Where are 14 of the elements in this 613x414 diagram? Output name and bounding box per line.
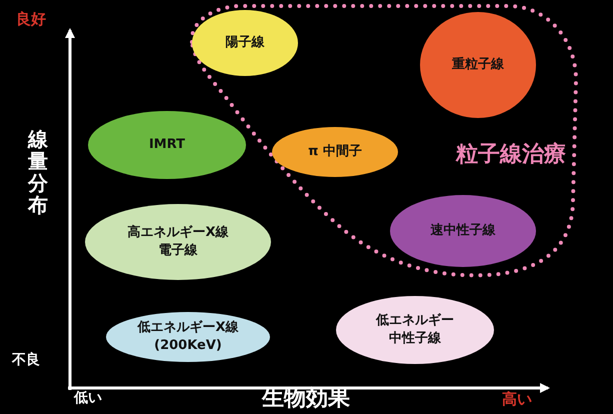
axis-end-label: 不良 (12, 350, 40, 370)
node-label: 重粒子線 (452, 56, 504, 74)
node-label: 速中性子線 (430, 222, 496, 240)
region-title: 粒子線治療 (456, 141, 566, 169)
node-label: IMRT (148, 136, 186, 154)
axis-end-label: 低い (74, 389, 102, 408)
node-label: 陽子線 (226, 34, 264, 52)
axis-end-label: 高い (502, 389, 532, 410)
node-label: 高エネルギーX線電子線 (126, 224, 230, 260)
axis-end-label: 良好 (16, 9, 46, 30)
node-label: π 中間子 (308, 143, 362, 161)
node-label: 低エネルギー中性子線 (374, 312, 455, 348)
node-label: 低エネルギーX線(200KeV) (136, 319, 240, 355)
axis-title: 線量分布 (28, 128, 48, 216)
